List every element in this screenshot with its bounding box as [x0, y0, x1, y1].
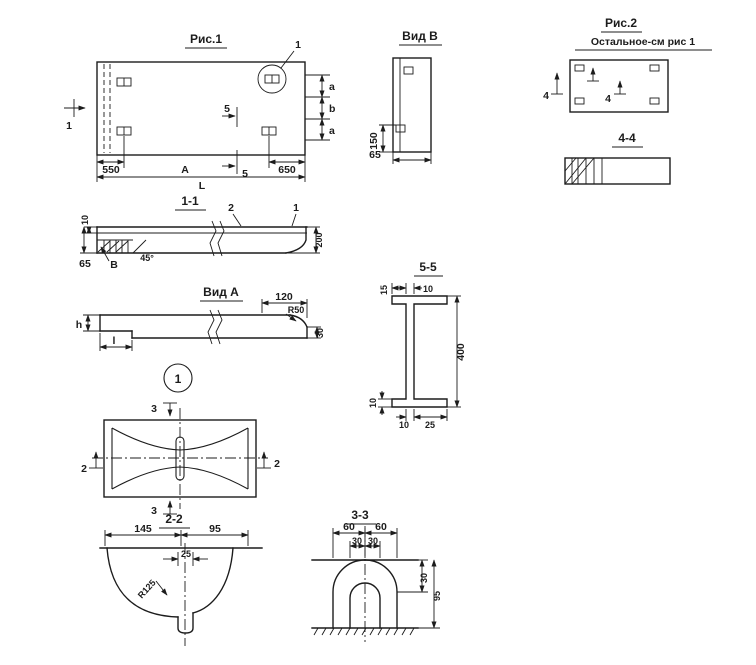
view-b-dim-65: 65 — [369, 149, 381, 161]
fig1-sec5-label-top: 5 — [224, 103, 230, 115]
fig1-length-mark: L — [199, 180, 206, 192]
sec44-view: 4-4 — [564, 131, 671, 185]
sec33-dim-95: 95 — [432, 591, 442, 601]
sec11-title: 1-1 — [181, 194, 199, 208]
fig2-note: Остальное-см рис 1 — [591, 36, 695, 48]
detail-sec2-left-label: 2 — [81, 463, 87, 475]
sec11-pos1-label: 1 — [293, 202, 299, 214]
fig1-dim-b: b — [329, 103, 335, 115]
view-a-title: Вид А — [203, 285, 239, 299]
sec55-dim-400: 400 — [455, 343, 467, 361]
sec11-dim-65: 65 — [79, 258, 91, 270]
detail-sec2-right-label: 2 — [274, 458, 280, 470]
view-b-dim-150: 150 — [368, 132, 380, 150]
sec44-linework — [564, 146, 671, 185]
sec33-dim-60-left: 60 — [343, 521, 355, 533]
fig1-linework — [64, 47, 330, 182]
detail-sec3-bottom-label: 3 — [151, 505, 157, 517]
sec11-view: 1-1 — [79, 194, 324, 271]
sec44-title: 4-4 — [618, 131, 636, 145]
sec55-title: 5-5 — [419, 260, 437, 274]
fig1-title: Рис.1 — [190, 32, 222, 46]
sec55-dim-10-bottom: 10 — [399, 420, 409, 430]
sec55-linework — [378, 275, 461, 421]
view-a: Вид А — [76, 285, 325, 351]
view-b-linework — [379, 44, 442, 164]
detail-callout-circle-source — [257, 64, 287, 94]
sec55-dim-10-flange: 10 — [368, 398, 378, 408]
fig2-title: Рис.2 — [605, 16, 637, 30]
sec55-view: 5-5 15 10 — [368, 260, 467, 430]
fig1-view-a-mark: A — [181, 164, 189, 176]
sec55-dim-15: 15 — [379, 285, 389, 295]
fig1-sec5-label-bottom: 5 — [242, 168, 248, 180]
view-a-radius-r50: R50 — [288, 305, 305, 315]
view-a-dim-h: h — [76, 319, 82, 331]
detail-callout-label: 1 — [175, 372, 182, 386]
sec33-dim-30-left: 30 — [352, 536, 362, 546]
sec11-dim-200: 200 — [314, 232, 324, 247]
view-a-dim-30: 30 — [315, 328, 325, 338]
sec11-view-b-mark: B — [110, 259, 118, 271]
sec33-linework — [311, 523, 440, 642]
sec11-angle-45: 45° — [140, 253, 154, 263]
fig2-view: Рис.2 Остальное-см рис 1 4 4 — [543, 16, 712, 113]
view-a-dim-120: 120 — [275, 291, 293, 303]
sec55-dim-25: 25 — [425, 420, 435, 430]
sec22-title: 2-2 — [165, 512, 183, 526]
sec33-dim-60-right: 60 — [375, 521, 387, 533]
fig1-callout-label: 1 — [295, 39, 301, 51]
sec22-radius-r125: R125 — [136, 578, 158, 601]
detail-linework — [89, 363, 271, 515]
sec33-dim-30-side: 30 — [419, 573, 429, 583]
sec11-linework — [80, 209, 320, 262]
view-b: Вид В 150 65 — [368, 29, 442, 164]
view-b-title: Вид В — [402, 29, 438, 43]
sec55-dim-10-top: 10 — [423, 284, 433, 294]
sec11-dim-10: 10 — [80, 215, 90, 225]
sec22-dim-25: 25 — [181, 549, 191, 559]
sec22-view: 2-2 145 95 25 R125 — [99, 512, 263, 646]
fig2-sec4-label-right: 4 — [605, 93, 611, 105]
detail-sec3-top-label: 3 — [151, 403, 157, 415]
fig1-dim-a-bottom: a — [329, 125, 335, 137]
sec33-title: 3-3 — [351, 508, 369, 522]
fig1-dim-650: 650 — [278, 164, 296, 176]
fig1-view: Рис.1 — [64, 32, 335, 192]
fig2-linework — [551, 31, 712, 113]
sec22-dim-95: 95 — [209, 523, 221, 535]
sec22-linework — [99, 527, 263, 646]
fig2-sec4-label-left: 4 — [543, 90, 549, 102]
fig1-dim-a-top: a — [329, 81, 335, 93]
detail-view: 1 3 3 2 2 — [81, 363, 280, 517]
fig1-dim-550: 550 — [102, 164, 120, 176]
fig1-sec1-label: 1 — [66, 120, 72, 132]
sec33-view: 3-3 — [311, 508, 442, 642]
sec22-dim-145: 145 — [134, 523, 152, 535]
view-a-linework — [83, 299, 321, 351]
sec33-dim-30-right: 30 — [368, 536, 378, 546]
view-a-dim-l: l — [113, 335, 116, 347]
sec11-pos2-label: 2 — [228, 202, 234, 214]
